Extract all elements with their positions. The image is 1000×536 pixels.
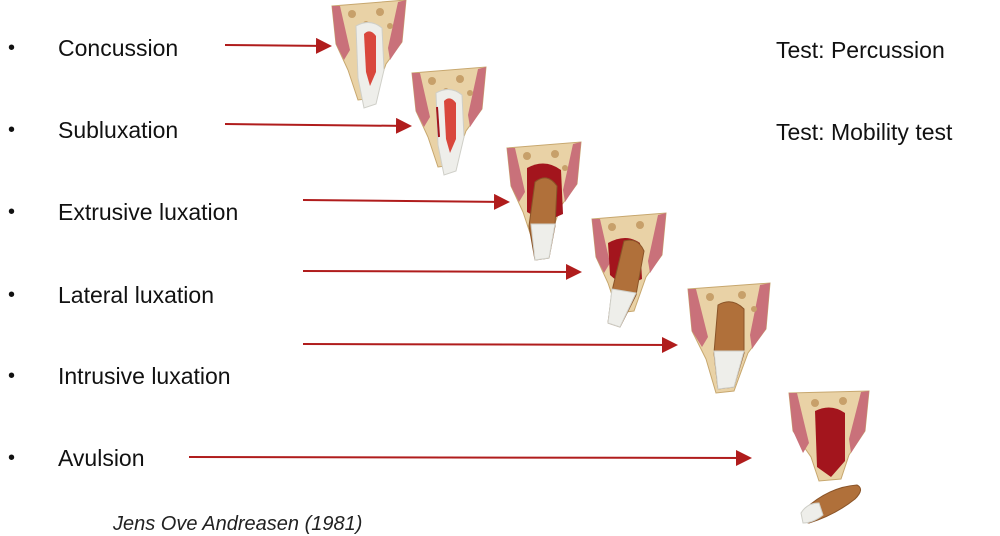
tooth-intrusive-luxation-illustration (686, 283, 776, 408)
arrow-avulsion (189, 457, 750, 458)
tooth-subluxation-illustration (410, 67, 490, 179)
tooth-lateral-luxation-illustration (590, 213, 670, 333)
tooth-extrusive-luxation-illustration (505, 142, 585, 262)
arrow-extrusive-luxation (303, 200, 508, 202)
tooth-avulsion-illustration (785, 391, 875, 526)
arrow-subluxation (225, 124, 410, 126)
tooth-concussion-illustration (330, 0, 410, 112)
arrow-lateral-luxation (303, 271, 580, 272)
citation: Jens Ove Andreasen (1981) (113, 513, 362, 536)
arrow-concussion (225, 45, 330, 46)
arrow-intrusive-luxation (303, 344, 676, 345)
